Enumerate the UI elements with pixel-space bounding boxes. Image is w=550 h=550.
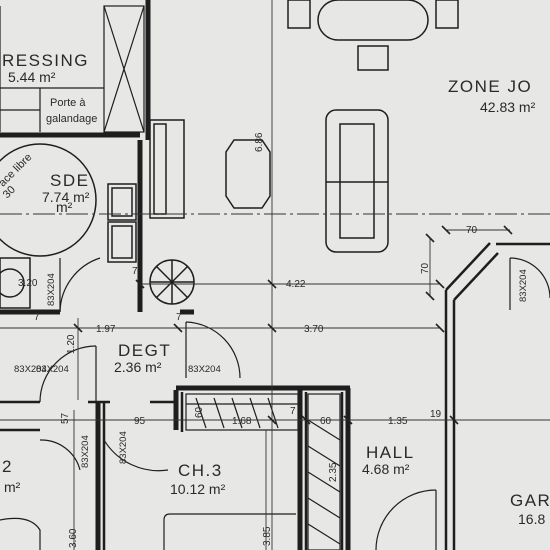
door-label-zone: 83X204 bbox=[518, 269, 529, 302]
door-label-degt-right: 83X204 bbox=[188, 364, 221, 375]
dim-label-57: 57 bbox=[60, 412, 71, 424]
door-label-sde: 83X204 bbox=[46, 273, 57, 306]
room-area-hall: 4.68 m² bbox=[362, 461, 410, 477]
dim-label-60b: 60 bbox=[194, 406, 205, 418]
room-name-garage: GAR bbox=[510, 491, 550, 510]
room-area-ch3: 10.12 m² bbox=[170, 481, 226, 497]
dim-label-168: 1.68 bbox=[232, 416, 252, 427]
dim-label-7c: 7 bbox=[176, 312, 182, 323]
dressing-note-line2: galandage bbox=[46, 113, 97, 125]
room-area-degt: 2.36 m² bbox=[114, 359, 162, 375]
dim-label-370: 3.70 bbox=[304, 324, 324, 335]
dim-label-7a: 7 bbox=[132, 266, 138, 277]
dimension-ticks bbox=[73, 225, 513, 425]
room-area-dressing: 5.44 m² bbox=[8, 69, 56, 85]
room-area-zone-jour: 42.83 m² bbox=[480, 99, 536, 115]
room-name-degt: DEGT bbox=[118, 341, 171, 360]
dim-label-135: 1.35 bbox=[388, 416, 408, 427]
dim-label-422: 4.22 bbox=[286, 279, 306, 290]
room-area-garage: 16.8 bbox=[518, 511, 545, 527]
room-name-sde: SDE bbox=[50, 171, 89, 190]
dim-label-235: 2.35 bbox=[328, 462, 339, 482]
room-name-dressing: RESSING bbox=[2, 51, 89, 70]
door-label-ch2: 83X204 bbox=[80, 435, 91, 468]
sde-dim-unit-label: m² bbox=[56, 199, 73, 215]
door-label-sde-bottom: 83X204 bbox=[14, 364, 47, 375]
dim-label-70-vertical: 70 bbox=[420, 262, 431, 274]
dim-label-7b: 7 bbox=[34, 312, 40, 323]
dim-label-95: 95 bbox=[134, 416, 146, 427]
room-area-sde: 7.74 m² bbox=[42, 189, 90, 205]
dim-label-120: 1.20 bbox=[66, 334, 77, 354]
dim-label-70-horizontal: 70 bbox=[466, 225, 478, 236]
room-area-ch2: m² bbox=[4, 479, 21, 495]
room-name-zone-jour: ZONE JO bbox=[448, 77, 532, 96]
dim-label-197: 1.97 bbox=[96, 324, 116, 335]
room-name-ch2: 2 bbox=[2, 457, 13, 476]
dim-label-19: 19 bbox=[430, 409, 442, 420]
door-label-degt-left: 83X204 bbox=[36, 364, 69, 375]
dim-label-60: 60 bbox=[320, 416, 332, 427]
room-name-ch3: CH.3 bbox=[178, 461, 223, 480]
dressing-note-line1: Porte à bbox=[50, 97, 86, 109]
dim-label-7d: 7 bbox=[290, 406, 296, 417]
room-name-hall: HALL bbox=[366, 443, 415, 462]
dim-label-360: 3.60 bbox=[68, 528, 79, 548]
dim-label-686: 6.86 bbox=[254, 132, 265, 152]
dim-label-385: 3.85 bbox=[262, 526, 273, 546]
dim-label-320: 3.20 bbox=[18, 278, 38, 289]
door-label-ch3: 83X204 bbox=[118, 431, 129, 464]
